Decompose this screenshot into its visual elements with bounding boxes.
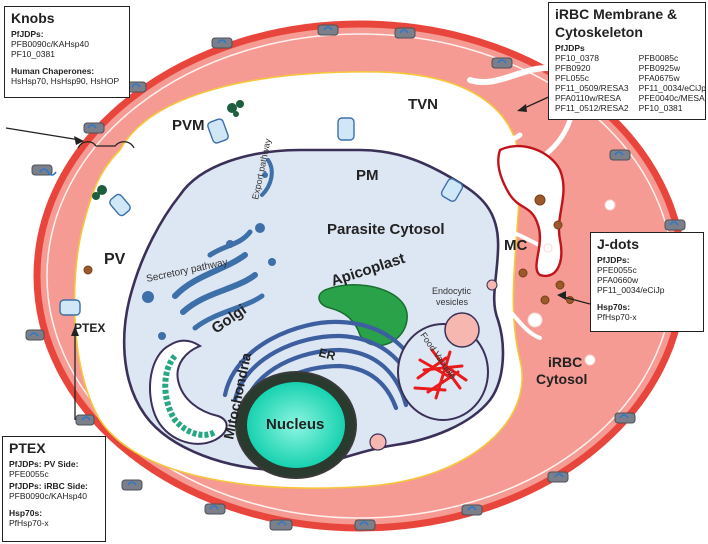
irbc-box-title-2: Cytoskeleton — [555, 24, 643, 40]
irbc-col-2: PFB0085c PFB0925w PFA0675w PF11_0034/eCi… — [639, 53, 706, 113]
knobs-title: Knobs — [11, 10, 55, 26]
irbc-pfjdp: PFB0925w — [638, 63, 681, 73]
ptex-channels — [59, 117, 464, 316]
ptex-title: PTEX — [9, 440, 46, 456]
export-vesicle-path — [260, 158, 274, 197]
jdots-title: J-dots — [597, 236, 639, 252]
irbc-pfjdp: PF11_0512/RESA2 — [555, 103, 629, 113]
irbc-pfjdp: PFE0040c/MESA — [638, 93, 705, 103]
irbc-pfjdp: PF10_0381 — [638, 103, 683, 113]
tvn-channel — [328, 78, 412, 112]
hemozoin-crystals — [413, 348, 468, 400]
irbc-vesicles — [527, 199, 616, 366]
tvn-channel — [437, 132, 523, 153]
mitochondria-cristae — [162, 353, 217, 438]
label-pvm: PVM — [172, 117, 205, 134]
golgi-stack — [192, 293, 265, 331]
label-irbc-cytosol-2: Cytosol — [536, 371, 587, 387]
nucleus — [247, 382, 345, 468]
label-parasite-cytosol: Parasite Cytosol — [327, 221, 445, 238]
endocytic-vesicle — [444, 312, 480, 348]
j-dots — [83, 194, 605, 305]
golgi-stack — [172, 252, 248, 299]
irbc-pfjdp: PF11_0034/eCiJp — [638, 83, 706, 93]
knob-proteins — [29, 26, 679, 526]
knobs-pfjdps-heading: PfJDPs: — [11, 29, 44, 39]
label-nucleus: Nucleus — [266, 416, 324, 433]
jdots-box: J-dots PfJDPs: PFE0055c PFA0660w PF11_00… — [590, 232, 704, 332]
ptex-pv-side-item: PFE0055c — [9, 469, 49, 479]
arrow-heads — [71, 104, 566, 336]
ptex-hsp70: PfHsp70-x — [9, 518, 49, 528]
label-endocytic-vesicles-2: vesicles — [436, 297, 469, 307]
label-irbc-cytosol-1: iRBC — [548, 354, 582, 370]
irbc-pfjdp: PF10_0378 — [555, 53, 599, 63]
irbc-membrane-box: iRBC Membrane & Cytoskeleton PfJDPs PF10… — [548, 2, 706, 120]
irbc-pfjdp: PFA0675w — [638, 73, 680, 83]
irbc-pfjdp: PFB0920 — [555, 63, 591, 73]
ptex-irbc-side-heading: PfJDPs: iRBC Side: — [9, 481, 88, 491]
label-tvn: TVN — [408, 96, 438, 113]
tvn-channel — [493, 298, 542, 340]
ptex-pv-side-heading: PfJDPs: PV Side: — [9, 459, 79, 469]
ptex-box: PTEX PfJDPs: PV Side: PFE0055c PfJDPs: i… — [2, 436, 106, 542]
label-pv: PV — [104, 251, 126, 268]
endocytic-vesicle — [486, 279, 498, 291]
jdots-pfjdp: PFE0055c — [597, 265, 637, 275]
irbc-pfjdp: PFA0110w/RESA — [555, 93, 621, 103]
label-endocytic-vesicles-1: Endocytic — [432, 286, 472, 296]
irbc-pfjdp: PFL055c — [555, 73, 590, 83]
irbc-pfjdps-heading: PfJDPs — [555, 43, 585, 53]
knobs-chaperone: HsHsp70, HsHsp90, HsHOP — [11, 76, 120, 86]
vesicles — [142, 172, 276, 340]
knobs-chaperones-heading: Human Chaperones: — [11, 66, 95, 76]
jdots-pfjdp: PF11_0034/eCiJp — [597, 285, 665, 295]
label-ptex: PTEX — [74, 321, 105, 335]
irbc-box-title-1: iRBC Membrane & — [555, 6, 678, 22]
irbc-pfjdp: PF11_0509/RESA3 — [555, 83, 629, 93]
golgi-stack — [180, 272, 258, 315]
jdots-hsp70-heading: Hsp70s: — [597, 302, 631, 312]
ptex-hsp70-heading: Hsp70s: — [9, 508, 43, 518]
jdots-hsp70: PfHsp70-x — [597, 312, 637, 322]
irbc-pfjdp: PFB0085c — [638, 53, 679, 63]
label-mc: MC — [504, 237, 527, 254]
maurers-cleft — [497, 144, 565, 278]
irbc-col-1: PF10_0378 PFB0920 PFL055c PF11_0509/RESA… — [555, 53, 629, 113]
endocytic-vesicle — [369, 433, 387, 451]
label-pm: PM — [356, 167, 379, 184]
jdots-pfjdp: PFA0660w — [597, 275, 639, 285]
knobs-box: Knobs PfJDPs: PFB0090c/KAHsp40 PF10_0381… — [4, 6, 130, 98]
label-er: ER — [317, 345, 337, 363]
ptex-irbc-side-item: PFB0090c/KAHsp40 — [9, 491, 87, 501]
jdots-pfjdps-heading: PfJDPs: — [597, 255, 630, 265]
knobs-pfjdp: PF10_0381 — [11, 49, 55, 59]
knobs-pfjdp: PFB0090c/KAHsp40 — [11, 39, 89, 49]
chaperone-cluster — [92, 100, 244, 200]
